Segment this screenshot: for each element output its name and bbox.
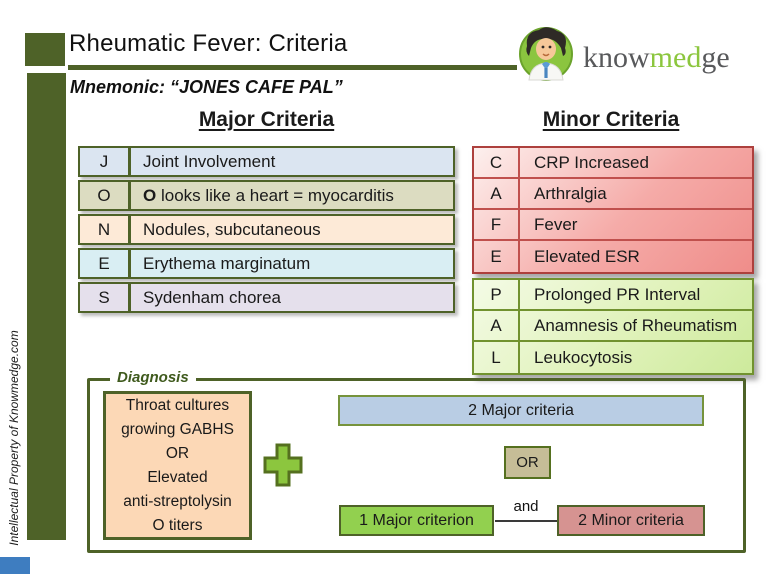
row-text: CRP Increased [534,152,649,172]
table-row: C CRP Increased [474,148,752,179]
table-row: N Nodules, subcutaneous [78,214,455,245]
row-letter: E [474,241,520,272]
row-letter: O [80,182,131,209]
row-text: Elevated ESR [534,246,640,266]
table-row: E Elevated ESR [474,241,752,272]
diagnosis-label: Diagnosis [110,369,196,386]
row-text: Leukocytosis [534,347,633,367]
row-letter: S [80,284,131,311]
row-letter: A [474,179,520,208]
table-row: S Sydenham chorea [78,282,455,313]
doctor-avatar-icon [517,24,575,82]
table-row: P Prolonged PR Interval [474,280,752,311]
row-text: O looks like a heart = myocarditis [143,185,394,205]
row-letter: J [80,148,131,175]
bottom-accent-bar [0,557,30,574]
table-row: L Leukocytosis [474,342,752,373]
left-accent-bar [27,73,66,540]
table-row: A Arthralgia [474,179,752,210]
row-letter: E [80,250,131,277]
and-connector-line [495,520,557,522]
table-row: E Erythema marginatum [78,248,455,279]
table-row: J Joint Involvement [78,146,455,177]
row-letter: L [474,342,520,373]
minor-criteria-heading: Minor Criteria [542,108,680,131]
minor-pal-table: P Prolonged PR Interval A Anamnesis of R… [472,278,754,375]
throat-culture-box: Throat cultures growing GABHS OR Elevate… [103,391,252,540]
row-letter: F [474,210,520,239]
one-major-criterion-box: 1 Major criterion [339,505,494,536]
table-row: F Fever [474,210,752,241]
knowmedge-logo: knowmedge [517,24,730,82]
row-letter: P [474,280,520,309]
major-criteria-heading: Major Criteria [198,108,335,131]
row-text: Erythema marginatum [143,253,311,273]
mnemonic-text: Mnemonic: “JONES CAFE PAL” [70,77,343,97]
row-letter: C [474,148,520,177]
two-major-criteria-box: 2 Major criteria [338,395,704,426]
row-text: Nodules, subcutaneous [143,219,321,239]
table-row: O O looks like a heart = myocarditis [78,180,455,211]
minor-cafe-table: C CRP Increased A Arthralgia F Fever E E… [472,146,754,274]
and-label: and [513,498,539,515]
row-letter: A [474,311,520,340]
row-text: Anamnesis of Rheumatism [534,315,738,335]
row-text: Fever [534,214,578,234]
row-text: Arthralgia [534,183,607,203]
watermark-text: Intellectual Property of Knowmedge.com [7,330,21,546]
two-minor-criteria-box: 2 Minor criteria [557,505,705,536]
row-letter: N [80,216,131,243]
logo-wordmark: knowmedge [583,41,730,74]
table-row: A Anamnesis of Rheumatism [474,311,752,342]
diagnosis-group-box: Diagnosis [87,369,746,553]
title-accent-square [25,33,65,66]
row-text: Joint Involvement [143,151,276,171]
major-criteria-table: J Joint Involvement O O looks like a hea… [78,146,455,316]
row-text: Sydenham chorea [143,287,281,307]
page-title: Rheumatic Fever: Criteria [69,30,348,57]
title-divider [68,65,517,70]
or-box: OR [504,446,551,479]
throat-culture-text: Throat cultures growing GABHS OR Elevate… [121,396,234,534]
row-text: Prolonged PR Interval [534,284,701,304]
plus-icon [263,443,303,492]
